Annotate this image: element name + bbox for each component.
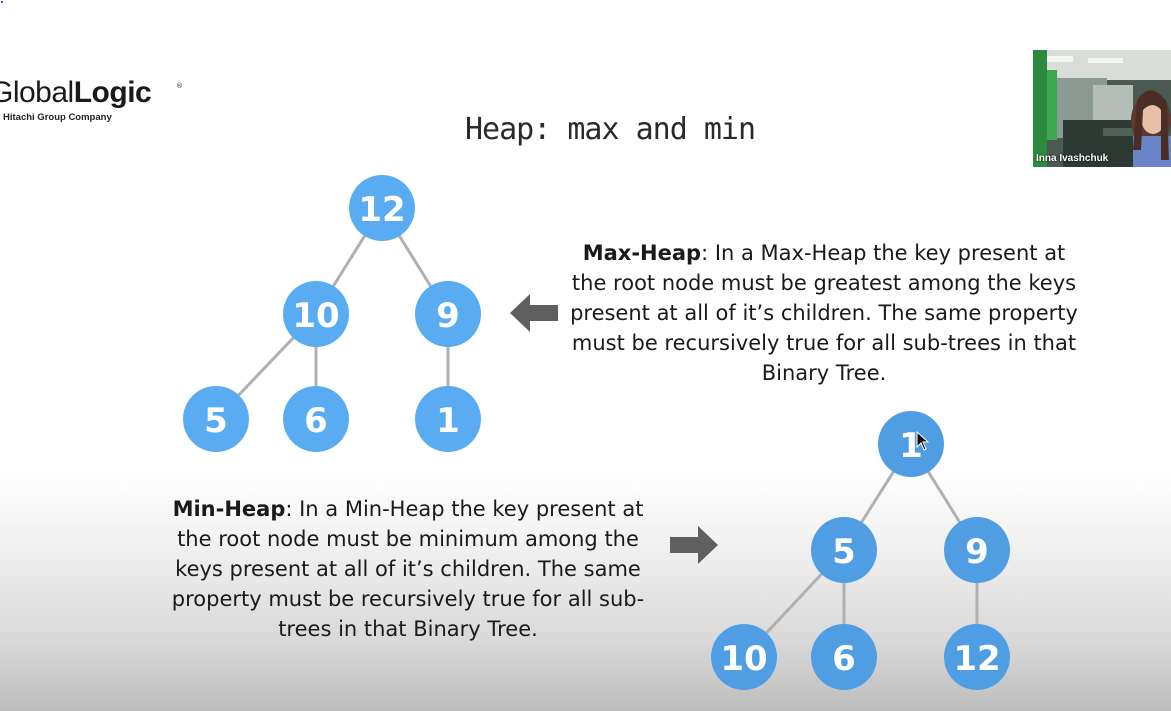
max-node-left-left-label: 5: [204, 401, 228, 441]
max-node-left-left: [183, 386, 249, 452]
logo-text-light: Global: [0, 76, 74, 109]
logo-text-bold: Logic: [73, 76, 152, 109]
min-node-right-child-label: 12: [953, 639, 1000, 679]
min-node-left-label: 5: [832, 532, 856, 572]
min-node-left: [811, 517, 877, 583]
logo-subtitle: Hitachi Group Company: [3, 112, 112, 123]
registered-mark: ®: [176, 82, 183, 90]
min-heap-definition: : In a Min-Heap the key present at the r…: [171, 497, 645, 641]
max-node-left-label: 10: [292, 296, 339, 336]
min-node-left-left-label: 10: [720, 639, 767, 679]
participant-name: Inna Ivashchuk: [1036, 153, 1109, 164]
logo-wordmark: GlobalLogic: [0, 76, 152, 110]
min-heap-description: Min-Heap: In a Min-Heap the key present …: [160, 494, 656, 644]
max-node-right-child-label: 1: [436, 401, 460, 441]
mouse-cursor-icon: [916, 431, 930, 451]
min-heap-term: Min-Heap: [172, 497, 286, 521]
max-node-left-right: [283, 386, 349, 452]
min-node-left-right: [811, 624, 877, 690]
min-node-right-child: [944, 624, 1010, 690]
min-node-left-right-label: 6: [832, 639, 856, 679]
min-node-right: [944, 517, 1010, 583]
arrow-right-icon: [670, 526, 718, 564]
max-heap-definition: : In a Max-Heap the key present at the r…: [570, 241, 1078, 385]
max-node-right: [415, 281, 481, 347]
slide-title: Heap: max and min: [464, 112, 756, 147]
min-node-left-left: [711, 624, 777, 690]
corner-marker: [1, 1, 3, 3]
arrow-left-icon: [510, 294, 558, 332]
webcam-video[interactable]: Inna Ivashchuk: [1033, 50, 1171, 167]
max-node-root-label: 12: [358, 190, 405, 230]
max-node-right-label: 9: [436, 296, 460, 336]
min-node-root: [878, 411, 944, 477]
max-node-root: [349, 175, 415, 241]
max-node-right-child: [415, 386, 481, 452]
globallogic-logo: GlobalLogic ® Hitachi Group Company: [0, 76, 200, 126]
max-heap-description: Max-Heap: In a Max-Heap the key present …: [563, 238, 1085, 388]
max-heap-term: Max-Heap: [582, 241, 702, 265]
webcam-feed-image: [1033, 50, 1171, 167]
max-node-left-right-label: 6: [304, 401, 328, 441]
max-node-left: [283, 281, 349, 347]
min-node-right-label: 9: [965, 532, 989, 572]
